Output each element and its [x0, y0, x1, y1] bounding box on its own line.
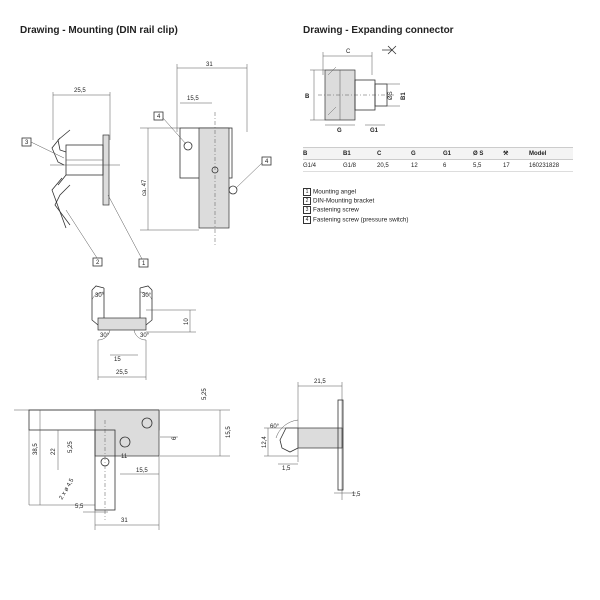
dim-1-5-b: 1,5	[352, 492, 361, 498]
col-model: Model	[529, 147, 573, 160]
cell-b: G1/4	[303, 159, 343, 172]
col-s: Ø S	[473, 147, 503, 160]
mounting-front-view: 31 15,5 ca. 47 4 4	[140, 62, 272, 245]
connector-g1-label: G1	[370, 128, 379, 134]
legend-text: Fastening screw (pressure switch)	[313, 216, 409, 224]
dim-22: 22	[51, 448, 57, 455]
dim-15-5-top: 15,5	[187, 96, 199, 102]
cell-b1: G1/8	[343, 159, 377, 172]
dim-12-4: 12,4	[262, 436, 268, 448]
angle-front-view: 38,5 22 5,25 5,25 15,5 6 15,5 11 2 x ø 4…	[14, 388, 232, 530]
dim-clip-10: 10	[184, 318, 190, 325]
mounting-side-view: 25,5 3 2 1	[21, 88, 149, 268]
wrench-icon-connector	[382, 45, 397, 55]
dim-5-25-right: 5,25	[202, 388, 208, 400]
col-c: C	[377, 147, 411, 160]
col-g1: G1	[443, 147, 473, 160]
callout-4-a: 4	[157, 114, 161, 120]
cell-c: 20,5	[377, 159, 411, 172]
connector-spec-table: B B1 C G G1 Ø S ⚒ Model G1/4 G1/8 20,5 1…	[303, 147, 573, 172]
legend-num: 2	[303, 197, 311, 206]
wrench-icon: ⚒	[503, 151, 509, 157]
table-row: G1/4 G1/8 20,5 12 6 5,5 17 160231828	[303, 159, 573, 172]
dim-clip-30-d: 30°	[140, 333, 150, 339]
legend-num: 1	[303, 188, 311, 196]
dim-15-5-right: 15,5	[226, 426, 232, 438]
dim-5-25-left: 5,25	[68, 441, 74, 453]
legend-text: Mounting angel	[313, 188, 357, 196]
col-b1: B1	[343, 147, 377, 160]
angle-side-view: 21,5 60° 12,4 1,5 1,5	[262, 379, 361, 500]
connector-c-label: C	[346, 49, 351, 55]
dim-25-5-top: 25,5	[74, 88, 86, 94]
dim-21-5: 21,5	[314, 379, 326, 385]
dim-15-5-bottom: 15,5	[136, 468, 148, 474]
col-g: G	[411, 147, 443, 160]
dim-60-deg: 60°	[270, 424, 280, 430]
dim-31-bottom: 31	[121, 518, 128, 524]
col-b: B	[303, 147, 343, 160]
legend-text: Fastening screw	[313, 207, 359, 215]
connector-b1-label: B1	[401, 92, 407, 100]
dim-6: 6	[172, 436, 178, 440]
connector-s-label: ØS	[388, 91, 394, 100]
dim-2x-dia-4-5: 2 x ø 4,5	[59, 477, 76, 501]
callout-1: 1	[142, 261, 146, 267]
cell-g: 12	[411, 159, 443, 172]
legend-num: 4	[303, 215, 311, 224]
dim-11: 11	[121, 454, 128, 460]
connector-b-label: B	[305, 94, 310, 100]
dim-1-5-a: 1,5	[282, 466, 291, 472]
table-header-row: B B1 C G G1 Ø S ⚒ Model	[303, 147, 573, 160]
connector-g-label: G	[337, 128, 342, 134]
dim-38-5: 38,5	[33, 443, 39, 455]
legend-text: DIN-Mounting bracket	[313, 197, 375, 205]
cell-wrench: 17	[503, 159, 529, 172]
dim-clip-15: 15	[114, 357, 121, 363]
dim-31-top: 31	[206, 62, 213, 68]
dim-clip-25-5: 25,5	[116, 370, 128, 376]
callout-4-b: 4	[265, 159, 269, 165]
din-clip-view: 30° 30° 30° 30° 10 15 25,5	[91, 285, 196, 380]
callout-2: 2	[96, 260, 100, 266]
mounting-drawing-title: Drawing - Mounting (DIN rail clip)	[20, 25, 178, 36]
cell-g1: 6	[443, 159, 473, 172]
dim-clip-30-c: 30°	[100, 333, 110, 339]
dim-clip-30-b: 30°	[142, 293, 152, 299]
dim-clip-30-a: 30°	[95, 293, 105, 299]
dim-5-5: 5,5	[75, 504, 84, 510]
legend-num: 3	[303, 206, 311, 215]
col-wrench: ⚒	[503, 147, 529, 160]
connector-drawing-title: Drawing - Expanding connector	[303, 25, 454, 36]
expanding-connector-drawing: C B B1 ØS G G1	[305, 45, 407, 134]
cell-model: 160231828	[529, 159, 573, 172]
dim-ca-47: ca. 47	[142, 179, 148, 196]
callout-3: 3	[25, 140, 29, 146]
cell-s: 5,5	[473, 159, 503, 172]
